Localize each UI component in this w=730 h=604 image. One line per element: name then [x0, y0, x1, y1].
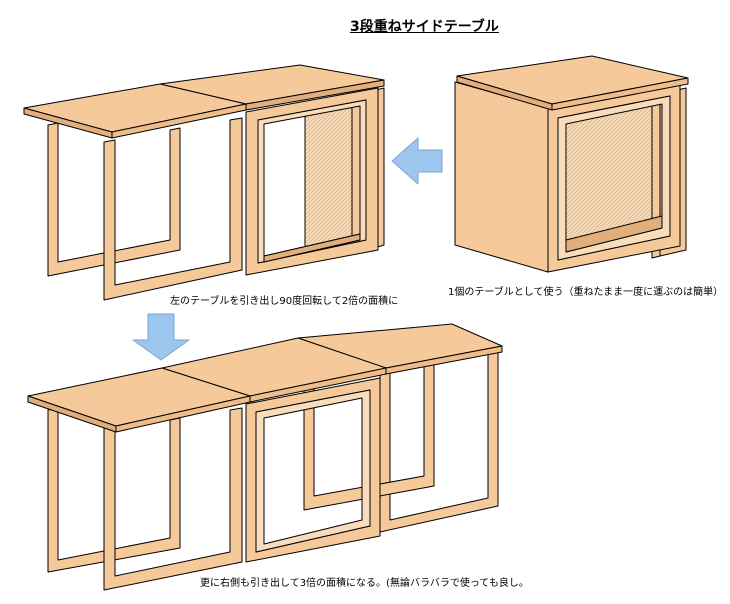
- down-arrow-icon: [132, 313, 190, 361]
- caption-two-tables: 左のテーブルを引き出し90度回転して2倍の面積に: [170, 296, 399, 307]
- left-arrow-icon: [391, 137, 443, 185]
- diagram-title: 3段重ねサイドテーブル: [350, 19, 499, 35]
- caption-single-table: 1個のテーブルとして使う（重ねたまま一度に運ぶのは簡単）: [448, 287, 724, 298]
- stack-side-panel: [454, 81, 549, 273]
- three-tables-illustration: [27, 323, 503, 591]
- single-table-illustration: [454, 55, 689, 273]
- caption-three-tables: 更に右側も引き出して3倍の面積になる。(無論バラバラで使っても良し。: [200, 578, 529, 589]
- two-tables-illustration: [23, 64, 385, 301]
